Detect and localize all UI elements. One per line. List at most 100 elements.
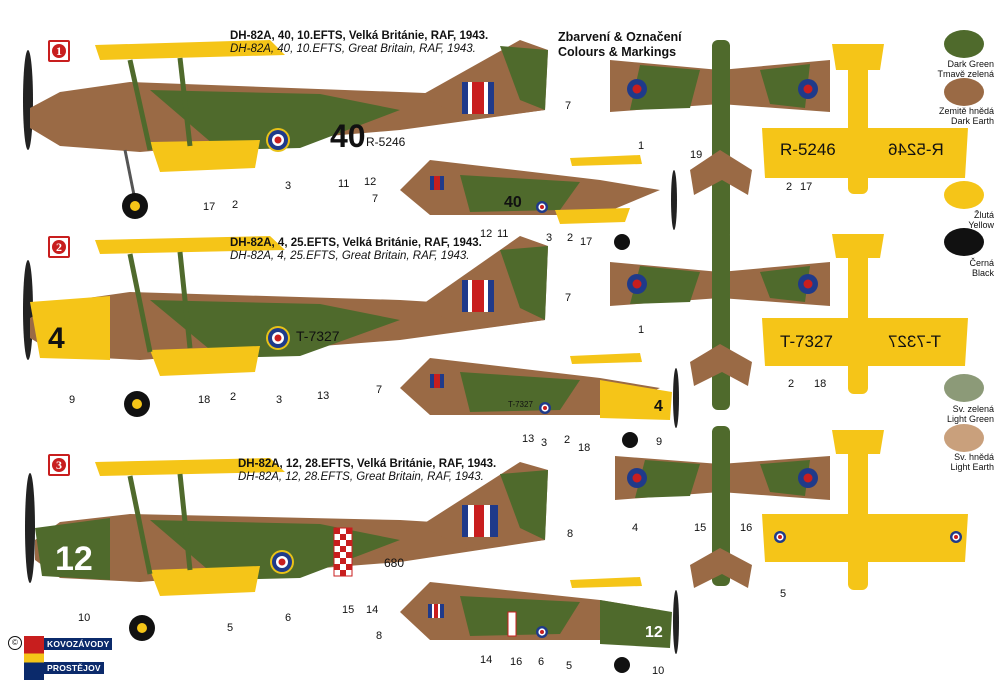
callout: 13 bbox=[522, 433, 535, 445]
callout: 15 bbox=[342, 604, 355, 616]
aircraft-2-serial: T-7327 bbox=[296, 328, 340, 344]
wing-serial-1b: R-5246 bbox=[888, 140, 944, 159]
legend-swatch-dark-earth bbox=[944, 78, 984, 106]
callout: 8 bbox=[376, 630, 383, 642]
scheme-3-title-en: DH-82A, 12, 28.EFTS, Great Britain, RAF,… bbox=[238, 471, 484, 483]
header-en: Colours & Markings bbox=[558, 45, 677, 59]
callout: 2 bbox=[567, 232, 574, 244]
callout: 15 bbox=[694, 522, 707, 534]
callout: 11 bbox=[497, 228, 509, 240]
aircraft-2-code: 4 bbox=[48, 322, 65, 355]
legend-swatch-light-earth bbox=[944, 424, 984, 452]
callout: 18 bbox=[198, 394, 211, 406]
callout: 10 bbox=[652, 665, 665, 677]
aircraft-3-side-small bbox=[400, 577, 679, 673]
callout: 14 bbox=[480, 654, 493, 666]
callout: 16 bbox=[510, 656, 523, 668]
callout: 2 bbox=[786, 181, 793, 193]
callout: 18 bbox=[814, 378, 827, 390]
aircraft-2-small-serial: T-7327 bbox=[508, 400, 533, 409]
callout: 8 bbox=[567, 528, 574, 540]
callout: 14 bbox=[366, 604, 379, 616]
aircraft-3-side bbox=[25, 458, 548, 641]
callout: 1 bbox=[638, 140, 645, 152]
callout: 7 bbox=[372, 193, 379, 205]
k-emblem-icon bbox=[24, 636, 44, 680]
callout: 5 bbox=[780, 588, 787, 600]
copyright-icon: © bbox=[8, 636, 22, 650]
callout: 18 bbox=[578, 442, 591, 454]
aircraft-2-small-code: 4 bbox=[654, 398, 663, 415]
aircraft-1-small-code: 40 bbox=[504, 194, 522, 211]
header-cz: Zbarvení & Označení bbox=[558, 30, 682, 44]
aircraft-1-side-small bbox=[400, 155, 677, 250]
callout: 4 bbox=[632, 522, 639, 534]
callout: 19 bbox=[690, 149, 703, 161]
logo-line-1: KOVOZÁVODY bbox=[44, 638, 113, 650]
wing-serial-1a: R-5246 bbox=[780, 140, 836, 159]
aircraft-2-top bbox=[610, 230, 830, 410]
aircraft-1-bottom bbox=[762, 44, 968, 194]
legend-swatch-black bbox=[944, 228, 984, 256]
scheme-badge-1: 1 bbox=[48, 40, 70, 62]
callout: 13 bbox=[317, 390, 330, 402]
callout: 9 bbox=[656, 436, 663, 448]
callout: 3 bbox=[546, 232, 553, 244]
callout: 12 bbox=[364, 176, 377, 188]
aircraft-1-code: 40 bbox=[330, 118, 366, 154]
scheme-2-title-en: DH-82A, 4, 25.EFTS, Great Britain, RAF, … bbox=[230, 250, 470, 262]
callout: 7 bbox=[565, 100, 572, 112]
aircraft-3-serial: 680 bbox=[384, 556, 405, 570]
callout: 11 bbox=[338, 178, 350, 190]
aircraft-2-side bbox=[23, 236, 548, 417]
scheme-3-title-cz: DH-82A, 12, 28.EFTS, Velká Británie, RAF… bbox=[238, 458, 497, 470]
scheme-2-title-cz: DH-82A, 4, 25.EFTS, Velká Británie, RAF,… bbox=[230, 237, 482, 249]
callout: 7 bbox=[565, 292, 572, 304]
aircraft-1-top bbox=[610, 40, 830, 240]
logo-line-2: PROSTĚJOV bbox=[44, 662, 104, 674]
scheme-badge-2: 2 bbox=[48, 236, 70, 258]
callout: 3 bbox=[541, 437, 548, 449]
aircraft-1-serial: R-5246 bbox=[366, 135, 406, 149]
callout: 6 bbox=[285, 612, 292, 624]
callout: 17 bbox=[580, 236, 593, 248]
scheme-badge-3: 3 bbox=[48, 454, 70, 476]
callout: 1 bbox=[638, 324, 645, 336]
callout: 2 bbox=[564, 434, 571, 446]
callout: 12 bbox=[480, 228, 493, 240]
callout: 5 bbox=[227, 622, 234, 634]
aircraft-1-side bbox=[23, 40, 548, 219]
callout: 16 bbox=[740, 522, 753, 534]
legend-swatch-yellow bbox=[944, 181, 984, 209]
aircraft-3-top bbox=[615, 426, 830, 588]
callout: 17 bbox=[800, 181, 813, 193]
legend-swatch-dark-green bbox=[944, 30, 984, 58]
wing-serial-2a: T-7327 bbox=[780, 332, 833, 351]
aircraft-2-side-small bbox=[400, 353, 679, 448]
callout: 10 bbox=[78, 612, 91, 624]
callout: 5 bbox=[566, 660, 573, 672]
callout: 7 bbox=[376, 384, 383, 396]
aircraft-3-bottom bbox=[762, 430, 968, 590]
scheme-1-title-en: DH-82A, 40, 10.EFTS, Great Britain, RAF,… bbox=[230, 43, 476, 55]
aircraft-2-bottom bbox=[762, 234, 968, 394]
callout: 2 bbox=[232, 199, 239, 211]
callout: 6 bbox=[538, 656, 545, 668]
callout: 9 bbox=[69, 394, 76, 406]
manufacturer-logo: © KOVOZÁVODY PROSTĚJOV bbox=[8, 636, 113, 684]
callout: 2 bbox=[230, 391, 237, 403]
scheme-1-title-cz: DH-82A, 40, 10.EFTS, Velká Británie, RAF… bbox=[230, 30, 489, 42]
wing-serial-2b: T-7327 bbox=[888, 332, 941, 351]
callout: 3 bbox=[276, 394, 283, 406]
aircraft-3-code: 12 bbox=[55, 540, 93, 578]
callout: 2 bbox=[788, 378, 795, 390]
callout: 17 bbox=[203, 201, 216, 213]
callout: 3 bbox=[285, 180, 292, 192]
